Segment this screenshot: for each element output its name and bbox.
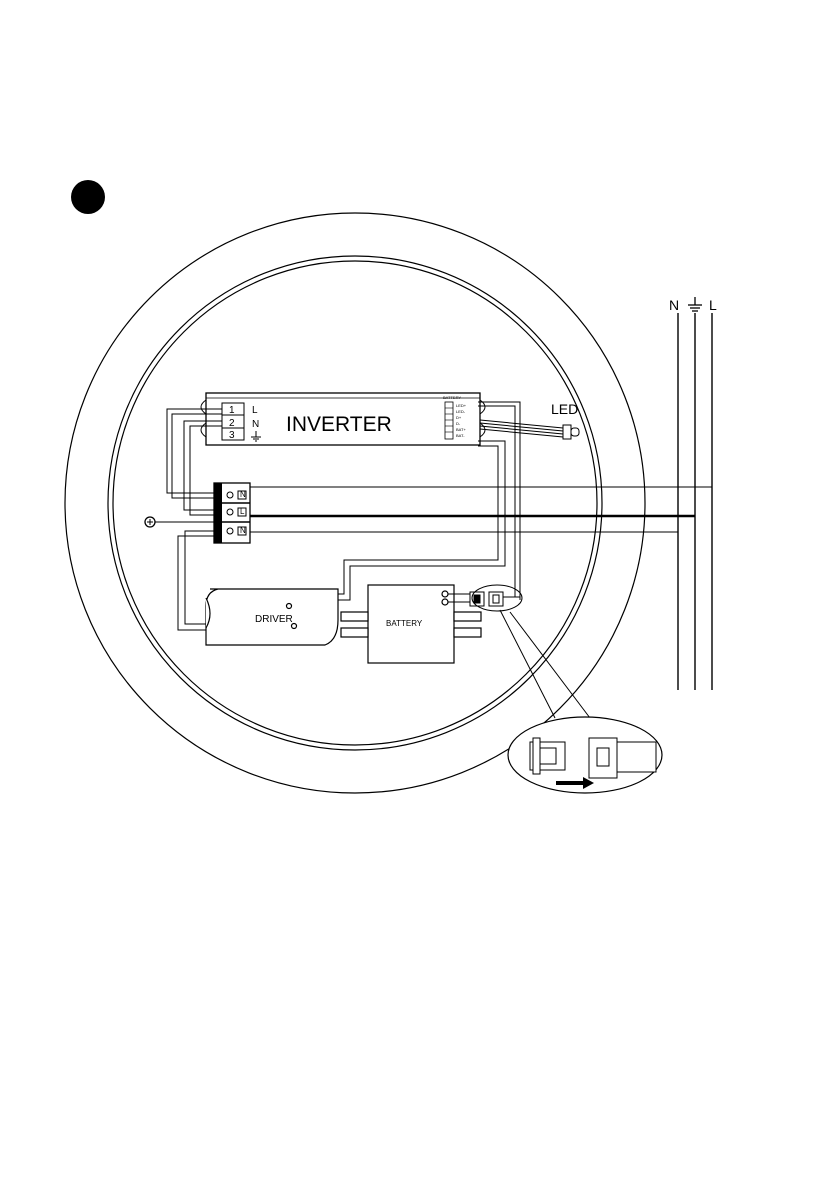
inverter-terminal-2: 2 — [229, 418, 235, 429]
inverter-title: INVERTER — [286, 413, 392, 436]
luminaire-housing — [65, 213, 645, 793]
mains-ground-icon — [688, 297, 702, 311]
inverter-pin-label-1: LED+ — [456, 403, 467, 408]
inverter-terminal-3: 3 — [229, 430, 235, 441]
battery-connector — [448, 585, 522, 611]
mains-supply — [678, 313, 712, 690]
inverter-pin-label-3: D+ — [456, 415, 462, 420]
feed-wires — [250, 487, 712, 532]
terminal-block-label-1: N — [240, 490, 246, 499]
inverter-pin-label-5: BAT+ — [456, 427, 466, 432]
driver-label: DRIVER — [255, 614, 293, 625]
led-indicator-icon — [563, 425, 579, 439]
step-marker — [71, 180, 105, 214]
callout-leaders — [500, 610, 590, 718]
inverter-label-n: N — [252, 419, 259, 430]
inverter-pin-label-4: D- — [456, 421, 461, 426]
led-label: LED — [551, 401, 578, 417]
inverter-pin-label-2: LED- — [456, 409, 466, 414]
inverter-label-l: L — [252, 405, 258, 416]
terminal-block-label-2: L — [240, 507, 245, 516]
inverter-pin-label-6: BAT- — [456, 433, 465, 438]
mains-label-l: L — [709, 297, 717, 313]
inverter-output-block — [445, 402, 453, 439]
connector-detail-inset — [508, 717, 662, 793]
mains-label-n: N — [669, 297, 679, 313]
battery-label: BATTERY — [386, 619, 423, 628]
inverter-output-heading: BATTERY — [443, 395, 461, 400]
terminal-block-label-3: N — [240, 526, 246, 535]
inverter-terminal-1: 1 — [229, 405, 235, 416]
earth-connection-icon — [145, 517, 155, 527]
